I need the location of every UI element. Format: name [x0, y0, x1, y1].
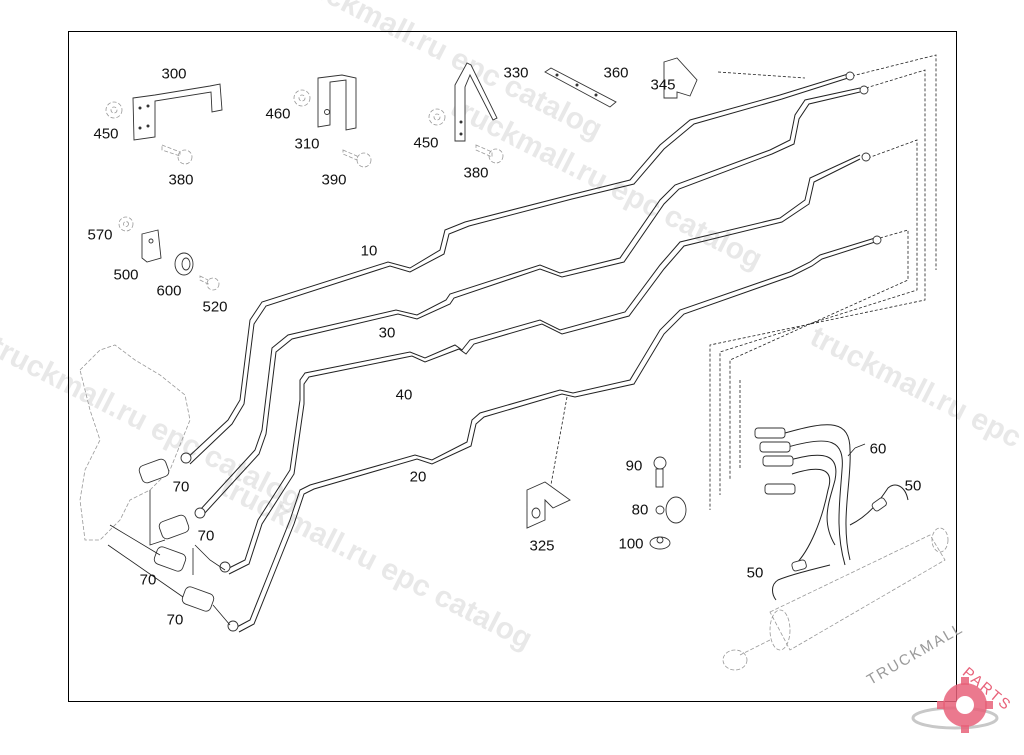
- part-label-60[interactable]: 60: [869, 440, 887, 458]
- clip-500[interactable]: [141, 229, 162, 263]
- pipe-label-10[interactable]: 10: [360, 242, 378, 260]
- pipe-label-40[interactable]: 40: [395, 386, 413, 404]
- part-label-325[interactable]: 325: [529, 537, 555, 555]
- part-label-310[interactable]: 310: [294, 135, 320, 153]
- bracket-310[interactable]: [317, 74, 357, 131]
- bolt-380[interactable]: [475, 144, 504, 164]
- diagram-frame: [68, 31, 957, 702]
- part-label-360[interactable]: 360: [603, 64, 629, 82]
- leader-line: [719, 139, 918, 495]
- pipe-30[interactable]: [199, 87, 861, 515]
- bolt-390[interactable]: [342, 149, 372, 168]
- pipe-nut: [180, 452, 192, 464]
- spacer-600[interactable]: [174, 252, 194, 276]
- part-label-300[interactable]: 300: [161, 65, 187, 83]
- part-label-70[interactable]: 70: [166, 611, 184, 629]
- pipe-nut: [194, 507, 206, 519]
- part-label-70[interactable]: 70: [172, 478, 190, 496]
- part-label-600[interactable]: 600: [156, 282, 182, 300]
- washer-460[interactable]: [293, 89, 311, 107]
- part-label-345[interactable]: 345: [650, 76, 676, 94]
- gear-logo-icon: [911, 677, 999, 733]
- fitting-70[interactable]: [158, 514, 190, 540]
- part-label-80[interactable]: 80: [631, 501, 649, 519]
- pipe-20[interactable]: [234, 237, 876, 633]
- part-label-70[interactable]: 70: [139, 571, 157, 589]
- pipe-label-30[interactable]: 30: [378, 324, 396, 342]
- part-label-500[interactable]: 500: [113, 266, 139, 284]
- part-label-570[interactable]: 570: [87, 226, 113, 244]
- leader-line: [149, 490, 226, 575]
- part-label-390[interactable]: 390: [321, 171, 347, 189]
- part-label-380[interactable]: 380: [168, 171, 194, 189]
- leader-line: [709, 69, 926, 510]
- leader-line: [107, 524, 231, 626]
- grommet-80[interactable]: [655, 496, 687, 524]
- hose-50[interactable]: [849, 484, 909, 526]
- part-label-50[interactable]: 50: [904, 477, 922, 495]
- part-label-90[interactable]: 90: [625, 457, 643, 475]
- hose-50[interactable]: [772, 559, 831, 601]
- fitting-70[interactable]: [181, 585, 215, 612]
- pipe-10[interactable]: [184, 73, 849, 465]
- pipe-label-20[interactable]: 20: [409, 468, 427, 486]
- part-label-520[interactable]: 520: [202, 298, 228, 316]
- bolt-380[interactable]: [161, 144, 193, 165]
- part-label-460[interactable]: 460: [265, 105, 291, 123]
- pipe-nut: [219, 561, 231, 573]
- part-label-50[interactable]: 50: [746, 564, 764, 582]
- pipe-nut: [861, 152, 871, 162]
- pump-housing-outline: [79, 344, 191, 541]
- leader-line: [549, 396, 568, 491]
- leader-line: [851, 54, 937, 270]
- washer-450[interactable]: [428, 108, 446, 126]
- pipe-nut: [227, 620, 239, 632]
- part-label-330[interactable]: 330: [503, 64, 529, 82]
- leader-line: [717, 71, 806, 79]
- bracket-300[interactable]: [132, 83, 223, 141]
- fitting-70[interactable]: [153, 545, 187, 572]
- pipe-nut: [845, 71, 855, 81]
- bracket-330[interactable]: [454, 62, 498, 142]
- steering-cylinder[interactable]: [722, 527, 949, 671]
- part-label-380[interactable]: 380: [463, 164, 489, 182]
- bolt-520[interactable]: [199, 275, 220, 291]
- washer-450[interactable]: [105, 101, 123, 119]
- pipe-nut: [859, 85, 869, 95]
- truckmall-parts-logo: TRUCKMALL PARTS: [860, 620, 1024, 750]
- hose-set-60[interactable]: [754, 424, 866, 566]
- washer-570[interactable]: [118, 216, 134, 232]
- bracket-325[interactable]: [526, 481, 571, 529]
- bolt-90[interactable]: [653, 456, 667, 488]
- bracket-345[interactable]: [663, 57, 698, 99]
- part-label-70[interactable]: 70: [197, 527, 215, 545]
- fitting-70[interactable]: [138, 458, 170, 484]
- cap-100[interactable]: [649, 536, 671, 550]
- pipe-nut: [872, 235, 882, 245]
- part-label-450[interactable]: 450: [93, 125, 119, 143]
- part-label-450[interactable]: 450: [413, 134, 439, 152]
- pipe-40[interactable]: [224, 154, 861, 575]
- part-label-100[interactable]: 100: [618, 535, 644, 553]
- strip-360[interactable]: [544, 67, 617, 108]
